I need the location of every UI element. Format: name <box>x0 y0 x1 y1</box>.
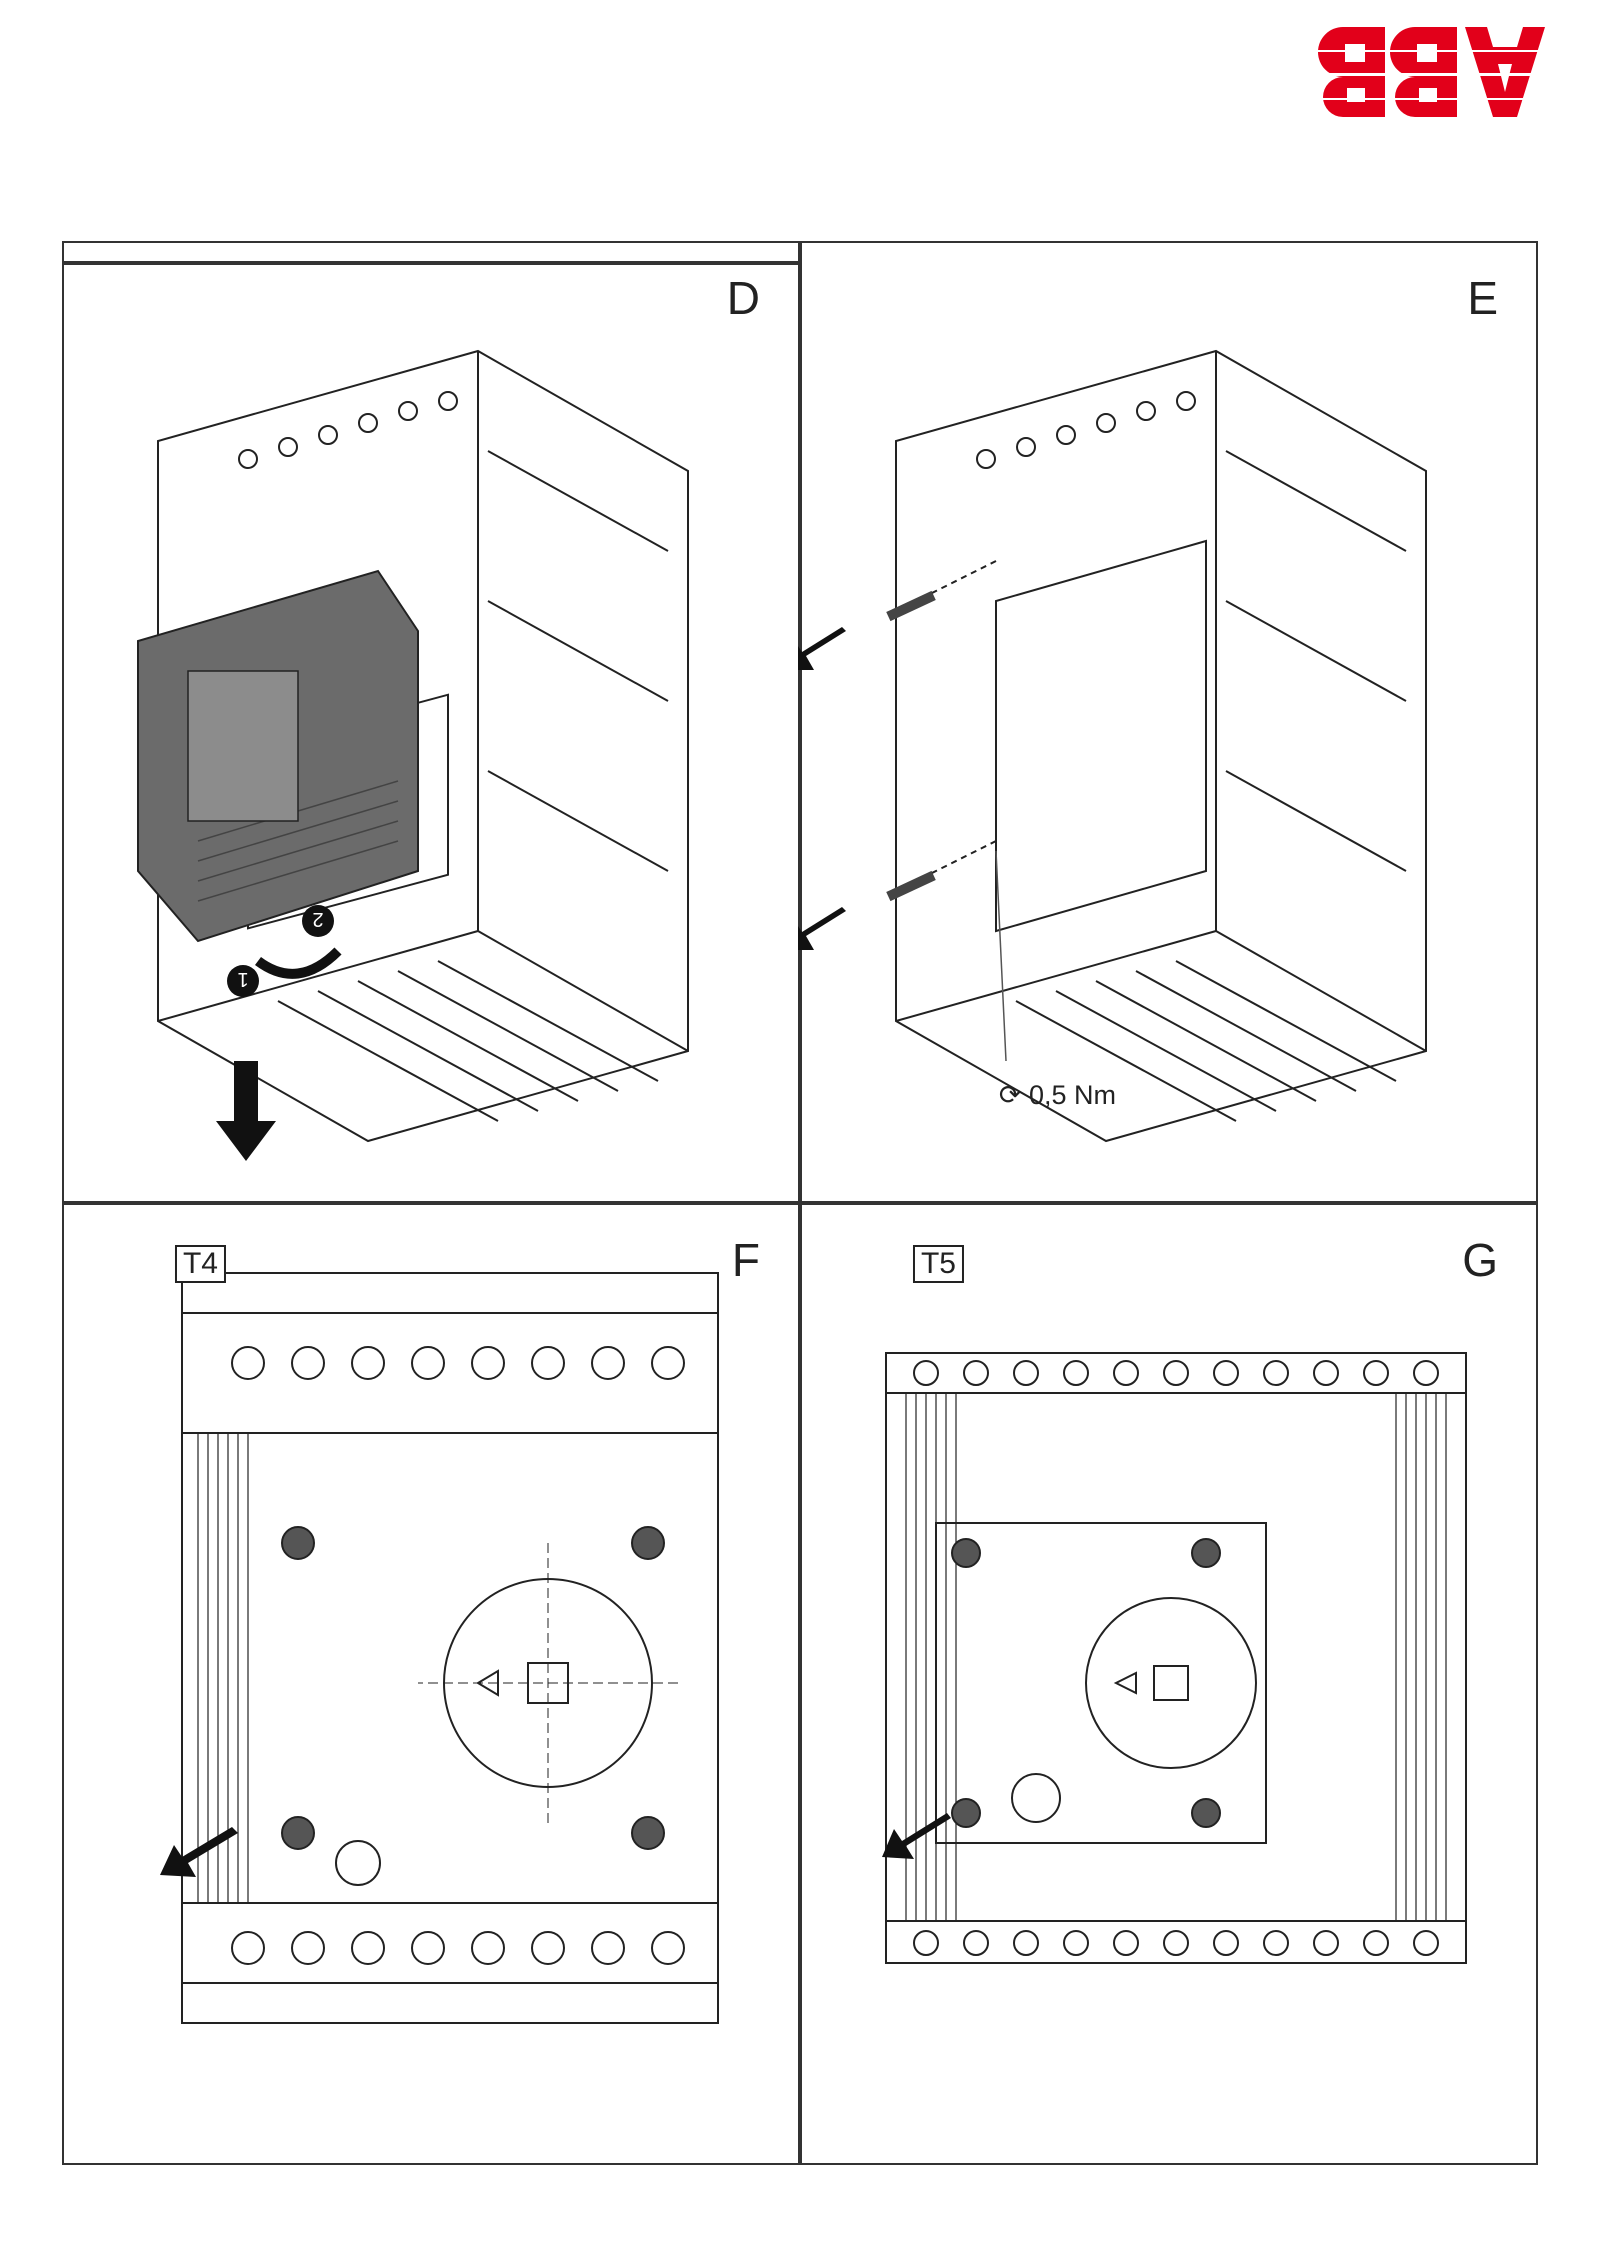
panel-d: 1 2 D <box>62 241 800 1203</box>
panel-d-illustration: 1 2 <box>137 349 689 1161</box>
panel-f <box>62 261 800 265</box>
panel-f-box: F T4 <box>62 1203 800 2165</box>
torque-icon: ⟳ <box>998 1080 1029 1110</box>
step-letter-g: G <box>1462 1234 1498 1286</box>
panel-e: E ⟳ 0,5 Nm <box>798 241 1538 1203</box>
screw-arrow-icon <box>160 1827 238 1877</box>
screw-arrow-upper-icon <box>798 627 846 670</box>
torque-spec: ⟳ 0,5 Nm <box>999 1080 1116 1111</box>
panel-g: G T5 <box>800 1203 1538 2165</box>
model-label-t4: T4 <box>174 1245 226 1283</box>
step-letter-e: E <box>1467 272 1498 324</box>
screw-arrow-lower-icon <box>798 907 846 950</box>
abb-logo-graphic <box>1305 27 1545 117</box>
panel-f-illustration <box>160 1272 719 2024</box>
torque-value: 0,5 Nm <box>1028 1080 1116 1110</box>
step-letter-f: F <box>731 1234 760 1286</box>
panel-e-illustration <box>798 349 1427 1143</box>
arrow-2-label: 2 <box>312 908 323 930</box>
screw-arrow-icon <box>882 1813 951 1859</box>
panel-g-illustration <box>882 1352 1467 1964</box>
step-letter-d: D <box>726 272 760 324</box>
arrow-1-icon <box>216 1061 276 1161</box>
arrow-1-label: 1 <box>237 968 248 990</box>
model-label-t5: T5 <box>912 1245 964 1283</box>
